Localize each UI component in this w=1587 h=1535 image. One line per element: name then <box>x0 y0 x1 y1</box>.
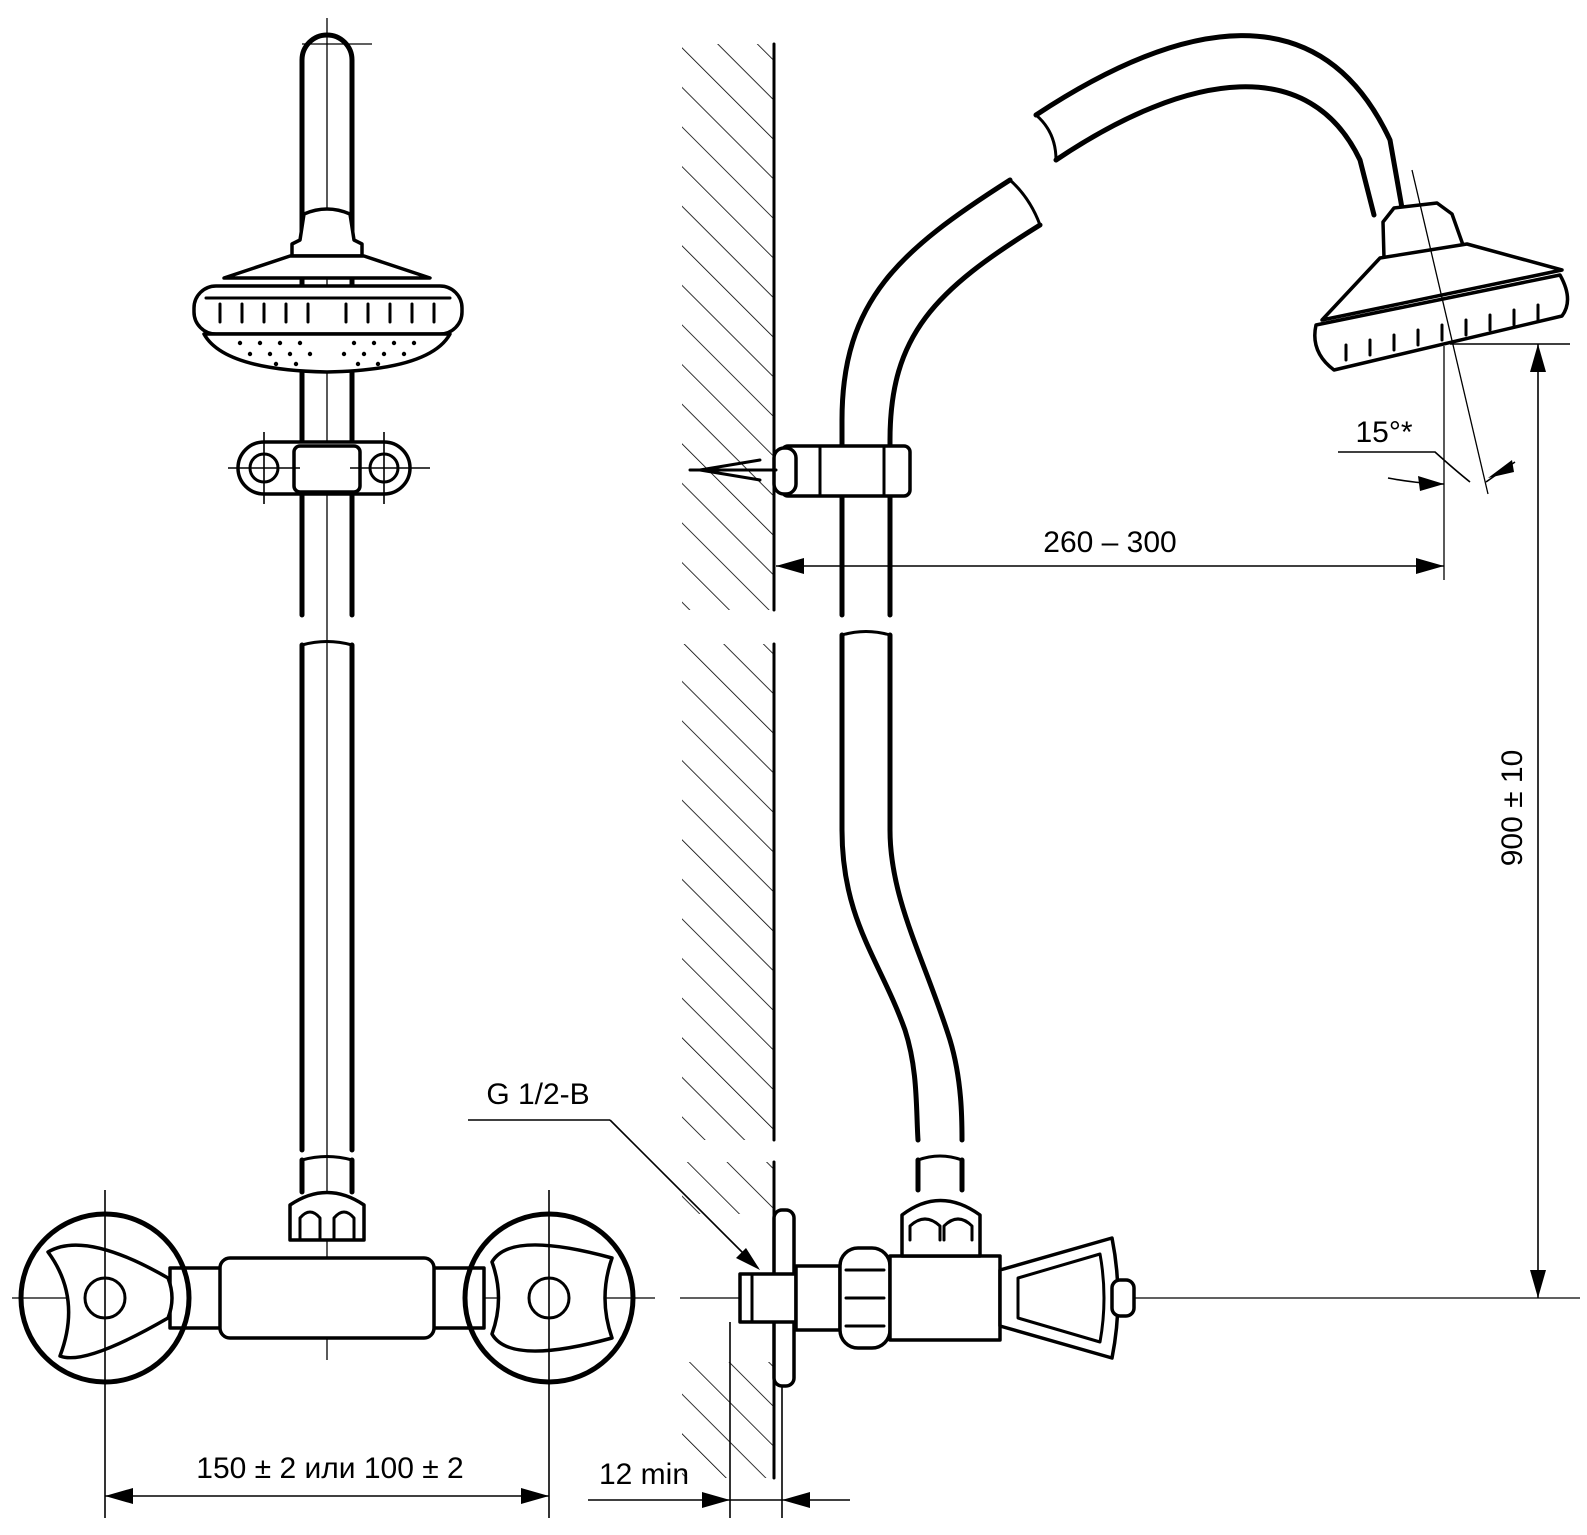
pitch-label: 150 ± 2 или 100 ± 2 <box>196 1452 463 1485</box>
wall-section <box>682 42 776 1480</box>
wall-bracket-side <box>688 444 912 498</box>
shower-head-grip-ribs <box>218 302 436 324</box>
reach-label: 260 – 300 <box>1043 526 1176 559</box>
height-label: 900 ± 10 <box>1496 750 1529 867</box>
riser-pipe <box>299 32 355 1195</box>
reach-dimension: 260 – 300 <box>776 526 1444 574</box>
height-dimension: 900 ± 10 <box>1450 343 1570 1298</box>
shower-arm-pipe <box>839 33 1405 1193</box>
pitch-dimension: 150 ± 2 или 100 ± 2 <box>104 1190 550 1518</box>
thread-label: G 1/2-B <box>486 1078 589 1111</box>
shower-head-front <box>192 207 464 374</box>
front-view: 150 ± 2 или 100 ± 2 <box>12 18 655 1518</box>
angle-label: 15°* <box>1355 416 1412 449</box>
mixer-body-front <box>168 1190 486 1340</box>
thread-callout: G 1/2-B <box>468 1078 760 1270</box>
wall-clearance-dimension: 12 min <box>588 1322 850 1518</box>
side-view: 15°* 260 – 300 900 ± 10 <box>468 33 1580 1518</box>
shower-head-side <box>1313 169 1570 580</box>
wall-clearance-label: 12 min <box>599 1458 689 1491</box>
angle-dimension: 15°* <box>1338 416 1516 491</box>
wall-bracket-front <box>228 432 430 504</box>
mixer-body-side <box>738 1198 1136 1388</box>
